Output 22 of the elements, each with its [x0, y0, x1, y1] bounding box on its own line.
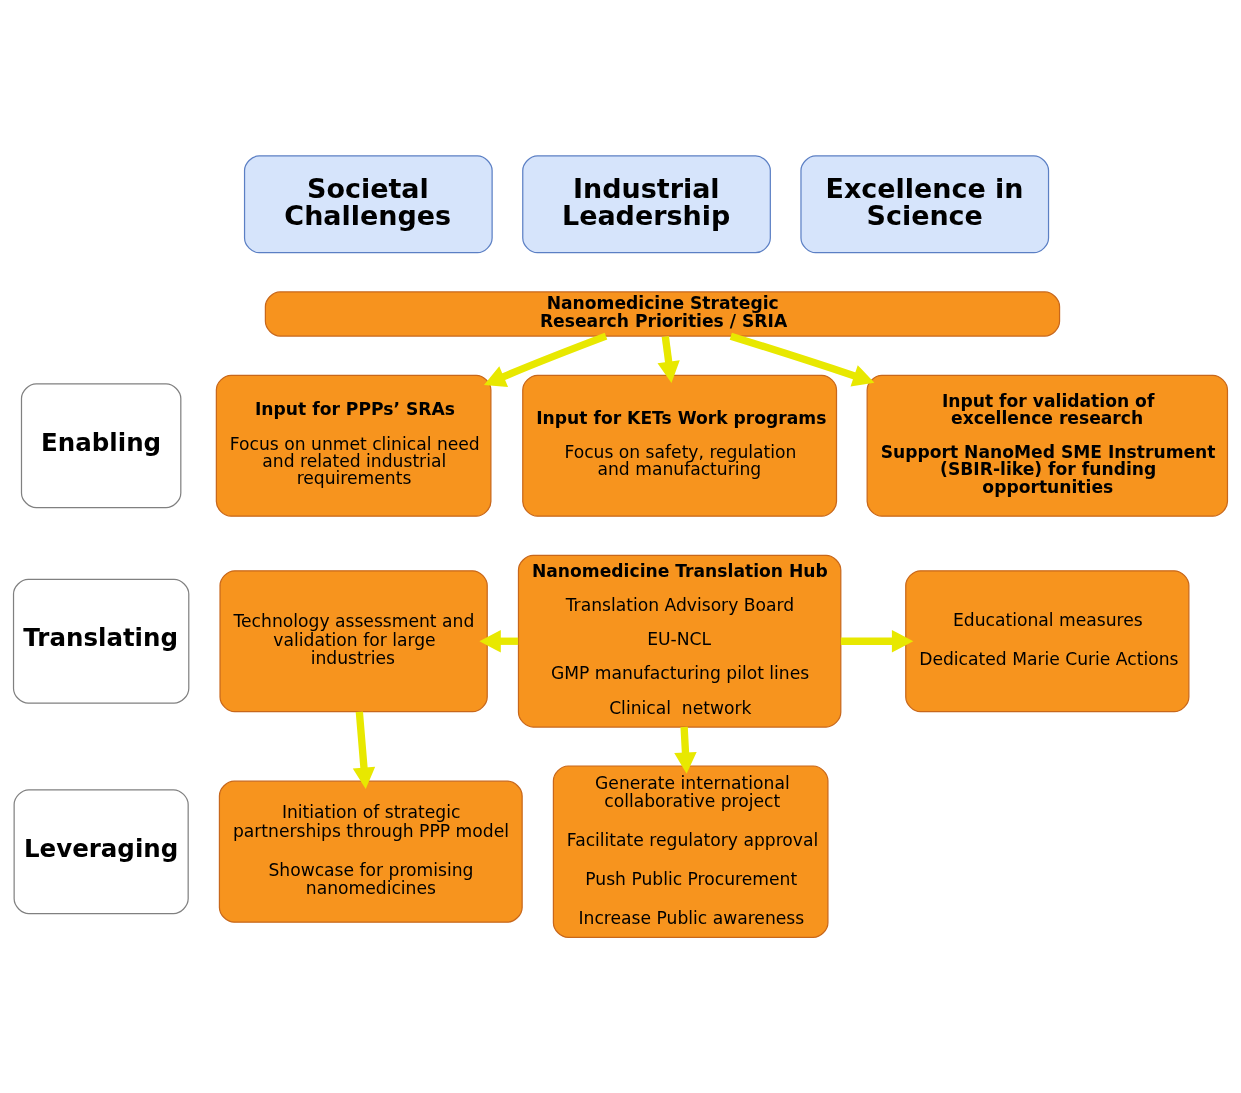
node-box: Initiation of strategic partnerships through PPP model Showcase for promising nanomedicines — [218, 780, 523, 923]
node-box: Translating — [12, 578, 190, 704]
node-box: Enabling — [20, 383, 182, 509]
node-box: Leveraging — [13, 789, 189, 915]
node-box: Generate international collaborative project Facilitate regulatory approval Push Public Procurement Increase Public awareness — [552, 765, 829, 938]
arrow — [479, 630, 519, 653]
arrow — [729, 332, 875, 387]
arrow — [352, 711, 376, 790]
node-box: Nanomedicine Translation Hub Translation Advisory Board EU-NCL GMP manufacturing pilot lines Clinical network — [517, 554, 842, 728]
node-box: Nanomedicine Strategic Research Priorities / SRIA — [264, 291, 1061, 337]
node-box: Input for validation of excellence research Support NanoMed SME Instrument (SBIR-like) for funding opportunities — [866, 374, 1229, 517]
node-box: Input for PPPs’ SRAs Focus on unmet clinical need and related industrial requirements — [215, 374, 492, 517]
node-box: Educational measures Dedicated Marie Curie Actions — [905, 570, 1190, 713]
arrow — [484, 332, 608, 387]
node-box: Industrial Leadership — [522, 155, 771, 254]
arrow — [674, 726, 697, 774]
arrow — [840, 630, 914, 653]
node-box: Societal Challenges — [243, 155, 493, 254]
node-box: Input for KETs Work programs Focus on safety, regulation and manufacturing — [522, 374, 838, 517]
node-box: Technology assessment and validation for large industries — [219, 570, 488, 713]
node-box: Excellence in Science — [800, 155, 1050, 254]
arrow — [657, 336, 680, 383]
